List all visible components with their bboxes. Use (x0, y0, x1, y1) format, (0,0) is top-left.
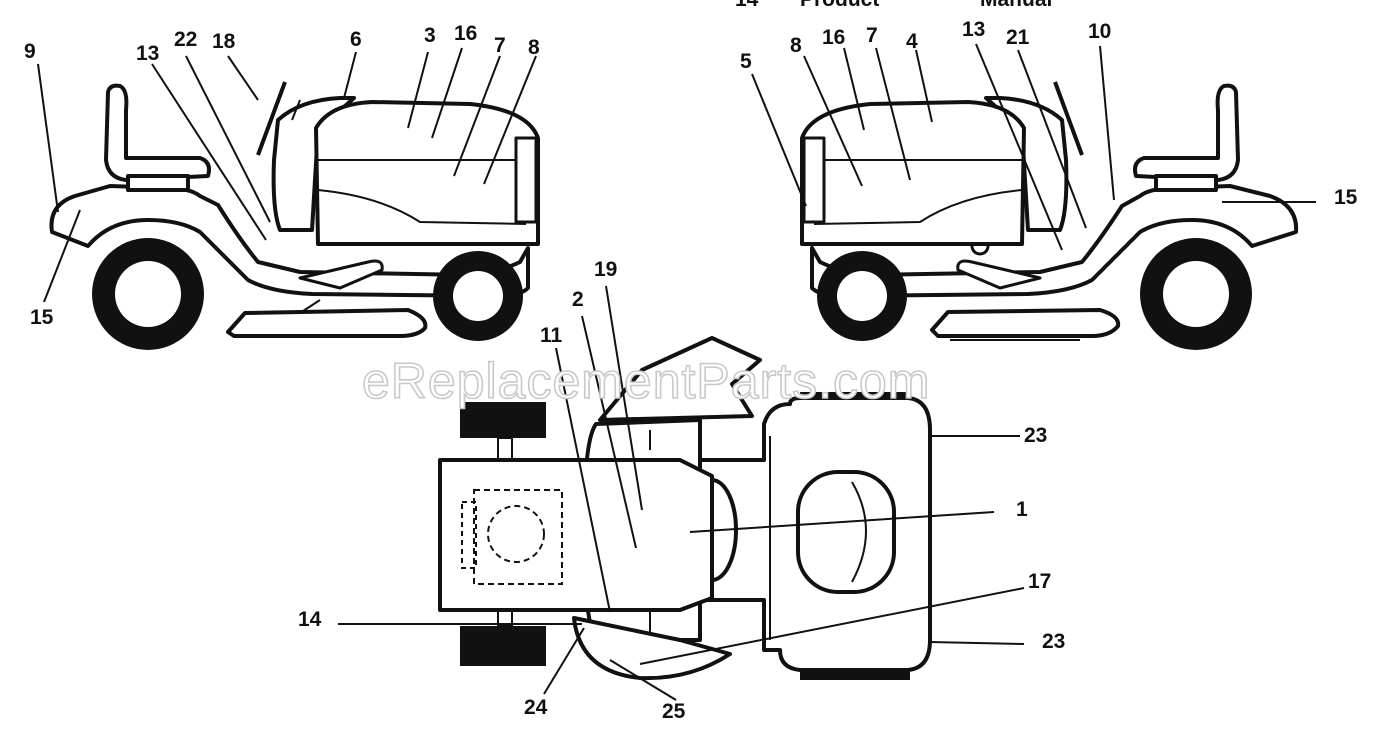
callout-label: 10 (1088, 20, 1111, 43)
callout-label: 3 (424, 24, 436, 47)
callout-label: 25 (662, 700, 686, 723)
top-clipped-text-2: Product (800, 0, 879, 11)
callout-label: 11 (540, 324, 563, 347)
callout-label: 15 (30, 306, 54, 329)
callout-label: 17 (1028, 570, 1051, 593)
left-callouts: 9 13 22 18 6 3 16 7 8 15 (24, 22, 540, 329)
callout-label: 8 (790, 34, 802, 57)
callout-label: 13 (136, 42, 159, 65)
callout-label: 23 (1024, 424, 1047, 447)
watermark-text: eReplacementParts.com (362, 353, 930, 409)
callout-label: 9 (24, 40, 36, 63)
callout-label: 7 (494, 34, 506, 57)
callout-label: 6 (350, 28, 362, 51)
callout-label: 24 (524, 696, 548, 719)
callout-label: 16 (454, 22, 477, 45)
callout-label: 1 (1016, 498, 1028, 521)
callout-label: 23 (1042, 630, 1065, 653)
callout-label: 18 (212, 30, 236, 53)
tractor-right-side-view (800, 81, 1299, 350)
callout-label: 4 (906, 30, 918, 53)
callout-label: 16 (822, 26, 845, 49)
top-clipped-text: 14 Product Manual (735, 0, 1052, 11)
top-leader-lines (338, 285, 1025, 701)
right-leader-lines (751, 43, 1316, 251)
top-clipped-text-3: Manual (980, 0, 1052, 11)
callout-label: 2 (572, 288, 584, 311)
callout-label: 14 (298, 608, 322, 631)
callout-label: 7 (866, 24, 878, 47)
tractor-top-view (438, 336, 932, 681)
callout-label: 8 (528, 36, 540, 59)
callout-label: 19 (594, 258, 617, 281)
callout-label: 15 (1334, 186, 1358, 209)
callout-label: 13 (962, 18, 985, 41)
callout-label: 21 (1006, 26, 1030, 49)
callout-label: 5 (740, 50, 752, 73)
top-view-callouts: 19 2 11 23 1 17 14 23 24 25 (298, 258, 1065, 723)
top-clipped-text-1: 14 (735, 0, 759, 11)
callout-label: 22 (174, 28, 197, 51)
left-leader-lines (37, 47, 537, 303)
tractor-left-side-view (49, 81, 540, 350)
right-callouts: 5 8 16 7 4 13 21 10 15 (740, 18, 1358, 209)
